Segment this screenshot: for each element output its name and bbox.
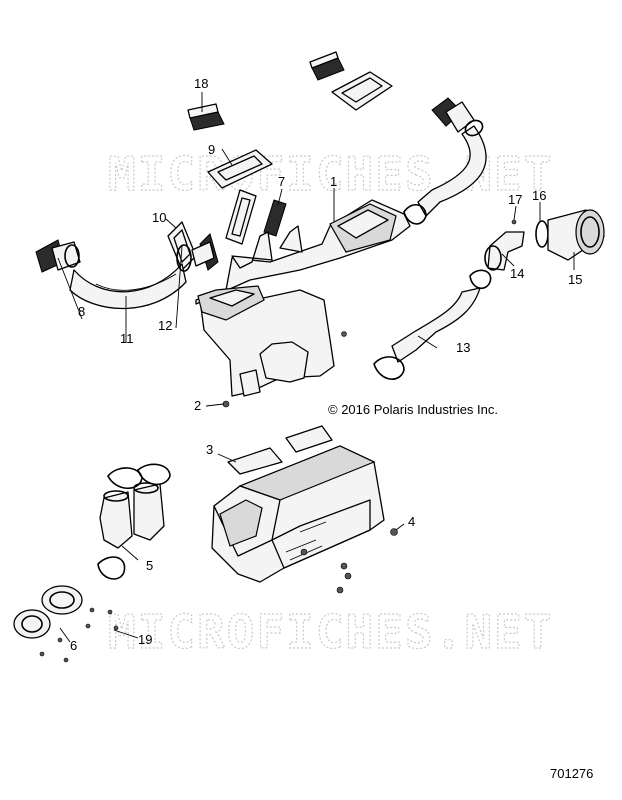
vent-seal-7: [225, 189, 257, 245]
fasteners-19: [39, 607, 119, 663]
elbow-14: [484, 231, 525, 271]
callout-12: 12: [158, 318, 172, 333]
leader-lines: [57, 92, 575, 643]
copyright-text: © 2016 Polaris Industries Inc.: [328, 402, 498, 417]
vent-seal-9: [207, 149, 273, 189]
outlet-6b: [13, 609, 51, 639]
callout-5: 5: [146, 558, 153, 573]
callout-8: 8: [78, 304, 85, 319]
vent-seal-3-right: [285, 425, 333, 453]
nuts-lower: [300, 548, 352, 594]
document-number: 701276: [550, 766, 593, 781]
filter-15: [547, 209, 605, 261]
clamp-16: [535, 220, 549, 248]
air-duct-upper: [417, 125, 487, 217]
lower-housing: [211, 445, 385, 583]
callout-13: 13: [456, 340, 470, 355]
callout-11: 11: [120, 331, 134, 346]
callout-18: 18: [194, 76, 208, 91]
callout-6: 6: [70, 638, 77, 653]
vent-grille-top: [309, 51, 345, 81]
duct-adapter-upper: [431, 97, 475, 133]
clamp-12: [176, 244, 192, 272]
callout-15: 15: [568, 272, 582, 287]
callout-19: 19: [138, 632, 152, 647]
vent-grille-7: [263, 199, 287, 237]
callout-14: 14: [510, 266, 524, 281]
duct-adapter-8: [35, 239, 81, 273]
duct-stub: [191, 241, 215, 267]
outlet-6a: [41, 585, 83, 615]
callout-10: 10: [152, 210, 166, 225]
vent-seal-top: [331, 71, 393, 111]
air-duct-11: [69, 263, 187, 310]
seal-ring-5a: [107, 463, 171, 490]
clip-small: [341, 331, 347, 337]
duct-pair-5: [99, 482, 165, 549]
watermark-bottom: MICROFICHES.NET: [108, 605, 553, 659]
clamp-lower-right: [469, 269, 492, 289]
vent-grille-18: [187, 103, 225, 131]
callout-17: 17: [508, 192, 522, 207]
callout-1: 1: [330, 174, 337, 189]
callout-2: 2: [194, 398, 201, 413]
fitting-17: [511, 219, 517, 225]
nut-4: [390, 528, 398, 536]
air-duct-13: [373, 287, 481, 380]
callout-16: 16: [532, 188, 546, 203]
callout-4: 4: [408, 514, 415, 529]
air-intake-housing-1: [195, 199, 411, 397]
callout-7: 7: [278, 174, 285, 189]
callout-3: 3: [206, 442, 213, 457]
vent-seal-3-left: [227, 447, 283, 475]
seal-ring-5b: [97, 556, 126, 580]
callout-9: 9: [208, 142, 215, 157]
clamp-upper: [403, 119, 484, 225]
